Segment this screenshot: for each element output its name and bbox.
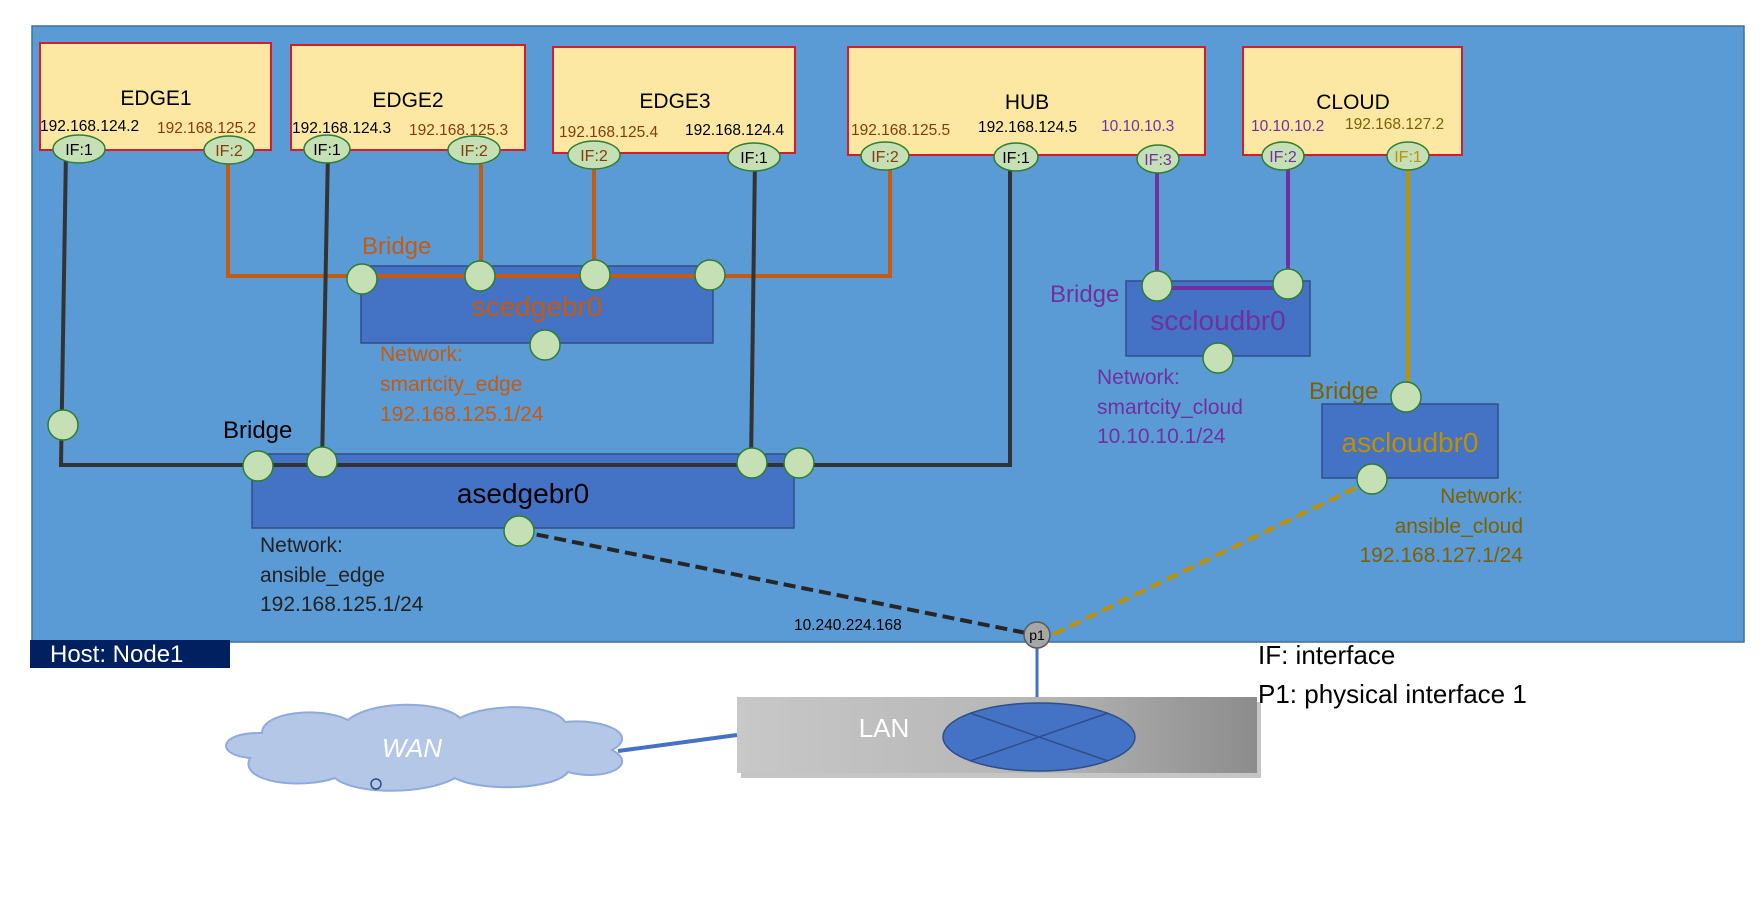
host-label: Host: Node1 <box>50 641 183 668</box>
smartcity-edge-links <box>226 152 892 278</box>
scedge-port-5 <box>529 329 561 361</box>
bridge-ascloudbr0 <box>1321 403 1499 479</box>
lan-label: LAN <box>859 713 910 743</box>
svg-text:IF:1: IF:1 <box>65 142 93 159</box>
edge3-ip-a: 192.168.125.4 <box>559 124 659 141</box>
edge1-ip-a: 192.168.124.2 <box>40 118 139 135</box>
scedge-port-4 <box>694 259 726 291</box>
svg-text:IF:1: IF:1 <box>740 150 768 167</box>
ascloud-port-1 <box>1390 381 1422 413</box>
sccloud-port-3 <box>1202 342 1234 374</box>
ascloud-to-p1-link <box>1051 478 1373 637</box>
scedge-subnet: 192.168.125.1/24 <box>380 403 544 426</box>
node-cloud-box <box>1242 46 1463 156</box>
legend-interface: IF: interface <box>1258 640 1395 670</box>
bridge-scedgebr0 <box>360 265 714 344</box>
node-edge1-box <box>39 42 272 151</box>
ascloud-bridge-name: ascloudbr0 <box>1342 427 1479 458</box>
interface-hub-if1: IF:1 <box>993 142 1039 172</box>
interface-cloud-if1: IF:1 <box>1386 141 1430 171</box>
edge2-name: EDGE2 <box>372 89 443 112</box>
svg-text:IF:1: IF:1 <box>313 142 341 159</box>
interface-hub-if2: IF:2 <box>860 141 910 171</box>
asedge-port-4 <box>783 447 815 479</box>
interface-hub-if3: IF:3 <box>1136 144 1180 174</box>
scedge-port-3 <box>579 259 611 291</box>
p1-ip-address: 10.240.224.168 <box>794 617 902 634</box>
asedge-port-1 <box>242 450 274 482</box>
ascloud-bridge-label: Bridge <box>1309 378 1378 405</box>
scedge-network-label: Network: <box>380 343 463 366</box>
scedge-port-1 <box>346 263 378 295</box>
legend-physical-interface: P1: physical interface 1 <box>1258 679 1527 709</box>
svg-text:IF:1: IF:1 <box>1002 150 1030 167</box>
wan-to-lan-link <box>617 733 738 753</box>
scedge-bridge-name: scedgebr0 <box>472 291 603 322</box>
hub-ip-a: 192.168.125.5 <box>851 122 950 139</box>
sccloud-network-label: Network: <box>1097 366 1180 389</box>
edge2-ip-b: 192.168.125.3 <box>409 122 508 139</box>
interface-cloud-if2: IF:2 <box>1261 141 1305 171</box>
wan-cloud: WAN <box>225 703 624 792</box>
host-label-box <box>30 640 230 668</box>
svg-text:IF:3: IF:3 <box>1144 152 1172 169</box>
node-hub-box <box>847 46 1206 156</box>
hub-name: HUB <box>1005 91 1049 114</box>
asedge-subnet: 192.168.125.1/24 <box>260 593 424 616</box>
svg-text:p1: p1 <box>1029 627 1045 643</box>
asedge-bridge-name: asedgebr0 <box>457 478 589 509</box>
physical-interface-p1: p1 <box>1023 621 1051 649</box>
ascloud-network-name: ansible_cloud <box>1395 515 1523 538</box>
bridge-ports <box>47 259 1422 547</box>
interface-edge3-if1: IF:1 <box>727 142 781 172</box>
asedge-to-p1-link <box>518 529 1037 637</box>
smartcity-cloud-links <box>1155 157 1290 290</box>
svg-text:IF:1: IF:1 <box>1394 149 1422 166</box>
hub-ip-b: 192.168.124.5 <box>978 119 1077 136</box>
node-edge2-box <box>290 44 526 151</box>
sccloud-port-2 <box>1272 268 1304 300</box>
interface-edge1-if2: IF:2 <box>203 135 255 165</box>
sccloud-subnet: 10.10.10.1/24 <box>1097 425 1226 448</box>
asedge-port-5 <box>503 515 535 547</box>
edge3-name: EDGE3 <box>639 90 710 113</box>
asedge-network-label: Network: <box>260 534 343 557</box>
cloud-ip-a: 10.10.10.2 <box>1251 118 1324 135</box>
edge2-ip-a: 192.168.124.3 <box>292 120 391 137</box>
edge3-ip-b: 192.168.124.4 <box>685 122 785 139</box>
interface-edge2-if1: IF:1 <box>303 134 351 164</box>
svg-text:IF:2: IF:2 <box>871 149 899 166</box>
wan-label: WAN <box>382 733 442 763</box>
lan-switch: LAN <box>737 697 1261 778</box>
asedge-bridge-label: Bridge <box>223 417 292 444</box>
asedge-port-2 <box>306 446 338 478</box>
interface-edge1-if1: IF:1 <box>52 134 106 164</box>
interface-edge3-if2: IF:2 <box>567 140 621 170</box>
sccloud-bridge-name: sccloudbr0 <box>1150 305 1285 336</box>
node-edge3-box <box>552 46 796 154</box>
ascloud-subnet: 192.168.127.1/24 <box>1360 544 1524 567</box>
hub-ip-c: 10.10.10.3 <box>1101 118 1174 135</box>
sccloud-bridge-label: Bridge <box>1050 281 1119 308</box>
svg-text:IF:2: IF:2 <box>1269 149 1297 166</box>
svg-text:IF:2: IF:2 <box>215 143 243 160</box>
scedge-port-2 <box>464 260 496 292</box>
asedge-port-3 <box>736 447 768 479</box>
ascloud-network-label: Network: <box>1440 485 1523 508</box>
ascloud-port-2 <box>1356 463 1388 495</box>
ansible-edge-links <box>58 149 1012 467</box>
edge1-name: EDGE1 <box>120 87 191 110</box>
cloud-ip-b: 192.168.127.2 <box>1345 116 1444 133</box>
cloud-name: CLOUD <box>1316 91 1390 114</box>
sccloud-network-name: smartcity_cloud <box>1097 396 1243 419</box>
svg-text:IF:2: IF:2 <box>460 143 488 160</box>
scedge-bridge-label: Bridge <box>362 233 431 260</box>
asedge-network-name: ansible_edge <box>260 564 385 587</box>
edge1-ip-b: 192.168.125.2 <box>157 120 256 137</box>
sccloud-port-1 <box>1141 270 1173 302</box>
scedge-network-name: smartcity_edge <box>380 373 522 396</box>
interface-edge2-if2: IF:2 <box>447 135 501 165</box>
svg-text:IF:2: IF:2 <box>580 148 608 165</box>
edge1-wire-port <box>47 409 79 441</box>
